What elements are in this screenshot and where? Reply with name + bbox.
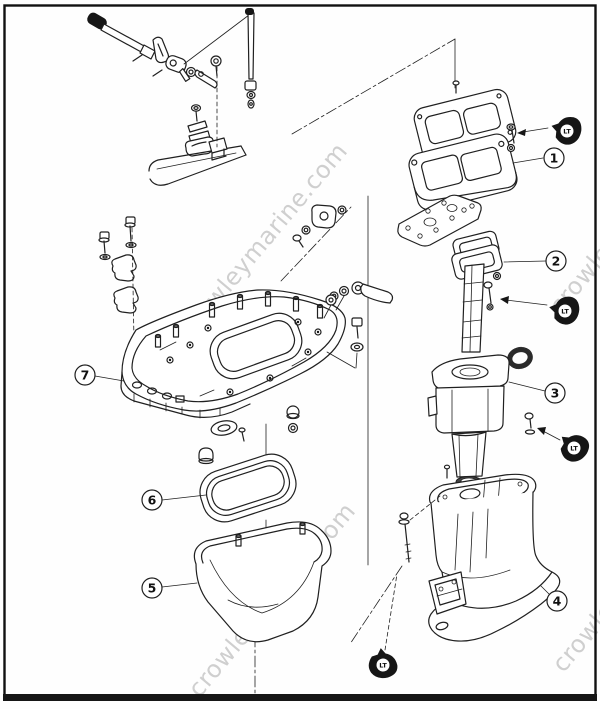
pan-standoff-posts xyxy=(154,290,324,348)
lower-apron xyxy=(193,521,332,643)
exhaust-tube xyxy=(461,263,485,353)
callout-3 xyxy=(544,382,566,404)
lever-arm-group xyxy=(323,281,394,319)
sealant-marker-lt: LT xyxy=(368,648,398,679)
sealant-marker-lt: LT xyxy=(560,435,590,462)
bolt xyxy=(524,412,534,420)
pan-center-opening xyxy=(209,312,303,380)
water-jacket-body xyxy=(431,354,510,391)
bolt xyxy=(351,317,363,327)
exhaust-seal-ring xyxy=(199,453,297,523)
rubber-damper xyxy=(198,447,214,462)
svg-text:LT: LT xyxy=(379,662,387,670)
construction-lines xyxy=(254,38,456,694)
callout-1 xyxy=(543,147,565,169)
svg-text:LT: LT xyxy=(570,445,578,453)
svg-text:3: 3 xyxy=(551,385,560,400)
bolt xyxy=(483,281,493,289)
svg-text:7: 7 xyxy=(81,367,90,382)
callout-5 xyxy=(141,577,163,599)
screw xyxy=(292,234,302,242)
shift-linkage-assembly xyxy=(87,8,257,186)
exhaust-guide-group xyxy=(397,80,518,247)
callout-4 xyxy=(546,590,568,612)
callout-2 xyxy=(545,250,567,272)
bottom-cowling-pan xyxy=(120,289,346,419)
sealant-marker-lt: LT xyxy=(549,296,580,325)
callout-6 xyxy=(141,489,163,511)
bottom-border-bar xyxy=(3,694,597,701)
svg-text:4: 4 xyxy=(553,593,562,608)
mount-bracket xyxy=(311,204,337,229)
lower-gasket xyxy=(397,194,482,247)
damper xyxy=(286,405,300,419)
retainer-clamp xyxy=(111,254,137,282)
screw xyxy=(443,464,451,470)
rubber-grommet xyxy=(210,420,238,436)
vertical-shift-rod xyxy=(247,12,255,80)
bolt-and-retainer-group xyxy=(98,216,139,343)
exhaust-guide-plate xyxy=(408,133,518,211)
mount-bracket-group xyxy=(292,204,347,248)
svg-text:1: 1 xyxy=(550,150,559,165)
lever-arm xyxy=(360,283,394,304)
watermark-text: crowleymarine.com xyxy=(544,114,600,319)
rubber-seal xyxy=(507,346,533,370)
svg-text:LT: LT xyxy=(563,128,571,136)
svg-text:LT: LT xyxy=(561,308,569,316)
sealant-marker-group: LT LT LT LT xyxy=(368,116,590,679)
svg-text:5: 5 xyxy=(148,580,157,595)
bolt xyxy=(506,123,516,131)
muffler-assembly xyxy=(427,230,536,435)
callout-7 xyxy=(74,364,96,386)
bolt xyxy=(190,104,202,112)
svg-text:6: 6 xyxy=(148,492,157,507)
washer xyxy=(185,66,197,78)
upper-casing xyxy=(398,473,561,642)
connector-link xyxy=(194,69,218,89)
page-frame xyxy=(3,4,597,701)
sealant-marker-lt: LT xyxy=(551,116,582,145)
long-bolt xyxy=(399,512,409,520)
retainer-clamp xyxy=(113,286,139,314)
rod-bracket xyxy=(208,137,228,154)
bolt xyxy=(210,55,222,67)
pan-bolt-bosses xyxy=(166,318,322,396)
svg-text:2: 2 xyxy=(552,253,561,268)
pan-small-parts xyxy=(198,317,364,465)
shift-rod-grip xyxy=(87,12,107,30)
callout-group: 1 2 3 4 5 6 7 xyxy=(74,147,568,612)
shift-rod xyxy=(100,23,147,54)
